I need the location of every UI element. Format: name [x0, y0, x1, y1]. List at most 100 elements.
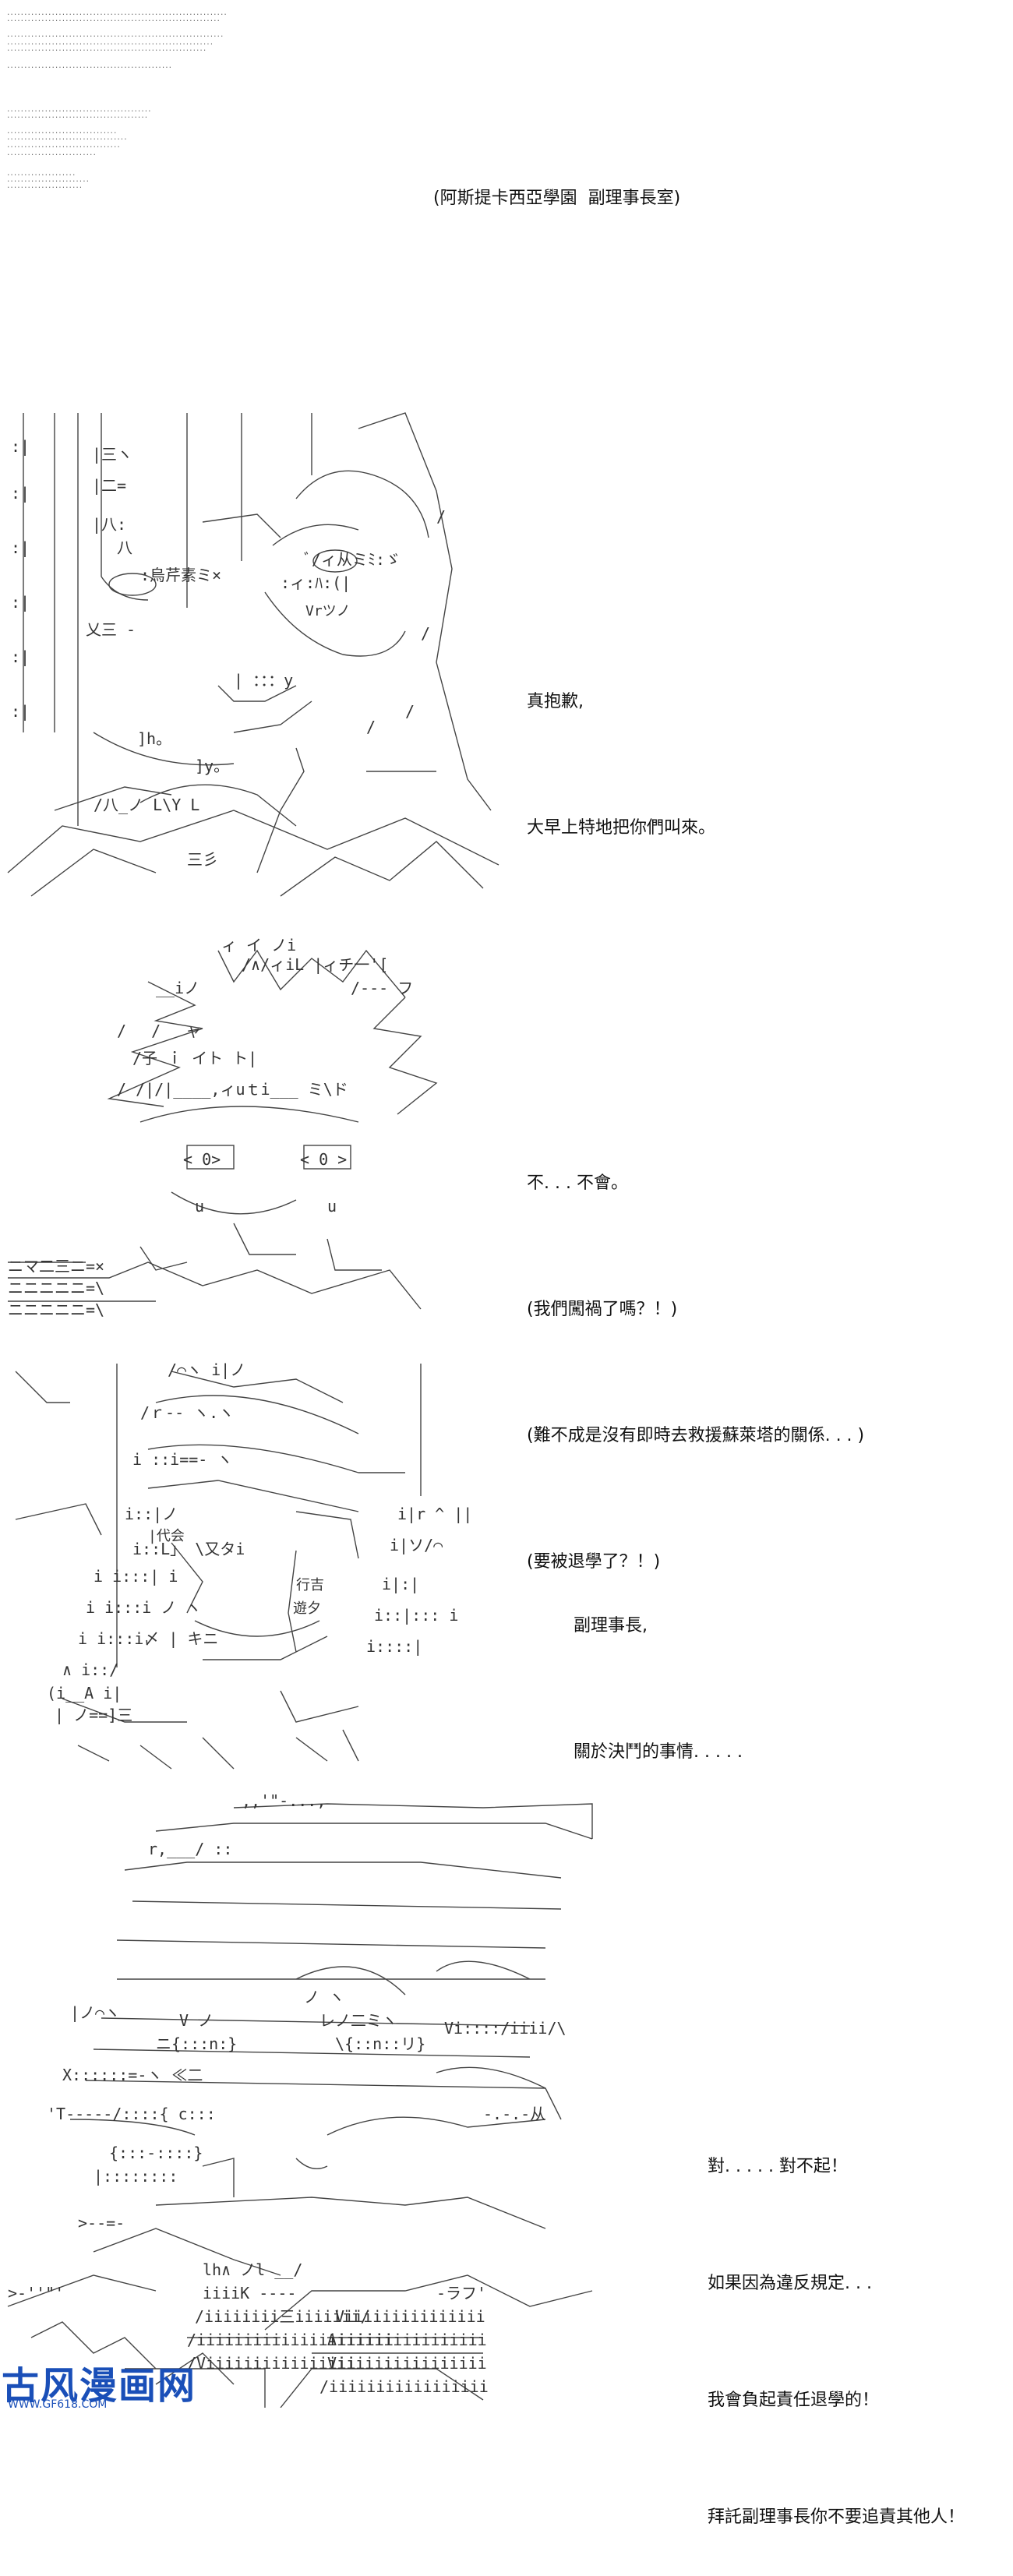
svg-text:|ノ⌒ヽ: |ノ⌒ヽ: [70, 2003, 120, 2022]
svg-text:三彡: 三彡: [187, 850, 218, 869]
svg-text:i|ソ/⌒: i|ソ/⌒: [390, 1536, 443, 1554]
ascii-art-panel-2: ィ イ ノi /∧/ィiL |ィチ一'[ __iノ/--- フ / / ャ /子…: [0, 935, 468, 1325]
svg-text:|八:: |八:: [92, 515, 126, 534]
svg-text:/: /: [436, 507, 446, 526]
svg-text:]y。: ]y。: [195, 757, 229, 775]
svg-text:/ｒ-- ヽ.ヽ: /ｒ-- ヽ.ヽ: [140, 1403, 234, 1422]
svg-text:__iノ: __iノ: [156, 979, 199, 997]
panel1-tag-text: Vrツノ: [305, 603, 351, 619]
panel-4-dialog: 對. . . . . 對不起！ 如果因為違反規定. . . 我會負起責任退學的！…: [708, 2070, 965, 2576]
panel-4-line: 拜託副理事長你不要追責其他人！: [708, 2507, 965, 2527]
dotted-line-decoration: ..........................: [6, 153, 100, 155]
svg-text:< 0 >: < 0 >: [300, 1150, 347, 1169]
svg-text:/--- フ: /--- フ: [351, 979, 413, 997]
svg-text:/ / ャ: / / ャ: [117, 1022, 201, 1040]
dotted-line-decoration: ................................: [6, 131, 119, 133]
dotted-line-decoration: ........................................…: [6, 42, 217, 44]
svg-text:ニニニニニ=\: ニニニニニ=\: [8, 1279, 104, 1297]
panel-2-line: (難不成是沒有即時去救援蘇萊塔的關係. . . ): [527, 1426, 865, 1445]
svg-text:u: u: [195, 1197, 204, 1216]
svg-text:Viiiiiiiiiiiiiii: Viiiiiiiiiiiiiii: [335, 2307, 485, 2326]
dotted-line-decoration: ........................................…: [6, 115, 150, 118]
svg-text:/iiiiiiiiiiiiiiiii: /iiiiiiiiiiiiiiiii: [319, 2377, 489, 2396]
svg-text::|: :|: [11, 702, 30, 721]
svg-text:i ::i==- ヽ: i ::i==- ヽ: [132, 1450, 232, 1469]
svg-text:,,'"-...,: ,,'"-...,: [242, 1792, 326, 1810]
svg-text:\{::n::リ}: \{::n::リ}: [335, 2034, 425, 2053]
watermark-logo: 古风漫画网: [2, 2364, 197, 2408]
svg-text::|: :|: [11, 484, 30, 503]
svg-text:i|:|: i|:|: [382, 1575, 419, 1593]
svg-text:-.-.-从: -.-.-从: [483, 2105, 545, 2123]
svg-text::|: :|: [11, 593, 30, 612]
svg-text:i|r ^ ||: i|r ^ ||: [397, 1505, 472, 1523]
svg-text:-ラフ': -ラフ': [436, 2284, 486, 2303]
dotted-line-decoration: ........................................…: [6, 65, 178, 68]
svg-text:X::::::=-ヽ ≪二: X::::::=-ヽ ≪二: [62, 2066, 203, 2084]
dotted-line-decoration: ........................................…: [6, 109, 154, 111]
ascii-art-panel-4: ,,'"-..., r,___/ :: |ノ⌒ヽ ノ ヽ レノ二ミヽ \{::n…: [0, 1792, 623, 2408]
svg-text:Viiiiiiiiiiiiiiii: Viiiiiiiiiiiiiiii: [327, 2354, 487, 2373]
svg-text:|::::::::: |::::::::: [94, 2167, 178, 2186]
svg-text::|: :|: [11, 437, 30, 456]
panel3-tag-a: |代会: [148, 1528, 185, 1544]
svg-text:]h。: ]h。: [137, 729, 171, 748]
svg-text:ニ{:::n:}: ニ{:::n:}: [156, 2034, 237, 2053]
svg-text:/: /: [421, 624, 430, 643]
dotted-line-decoration: ........................: [6, 179, 92, 182]
dotted-line-decoration: ...................................: [6, 137, 131, 139]
svg-text:|三ヽ: |三ヽ: [92, 445, 132, 464]
panel-2-dialog: 不. . . 不會。 (我們闖禍了嗎？！) (難不成是沒有即時去救援蘇萊塔的關係…: [527, 1078, 864, 1625]
svg-text:ニニニニニ=\: ニニニニニ=\: [8, 1300, 104, 1319]
dotted-line-decoration: ........................................…: [6, 12, 231, 15]
svg-text:| ：：：y: | ：：：y: [234, 671, 293, 690]
svg-text:/八_ノ L\Y L: /八_ノ L\Y L: [94, 796, 199, 814]
watermark-url: WWW.GF618.COM: [8, 2398, 108, 2411]
panel-2-line: (要被退學了？！): [527, 1552, 661, 1572]
location-caption: (阿斯提卡西亞學園 副理事長室): [433, 189, 681, 208]
panel-3-line: 關於決鬥的事情. . . . .: [574, 1742, 743, 1762]
dotted-line-decoration: ........................................…: [6, 34, 228, 37]
ascii-art-panel-3: /⌒ヽ i|ノ /ｒ-- ヽ.ヽ i ::i==- ヽ i::|ノ i::L」 …: [0, 1356, 514, 1777]
svg-text:i::|ノ: i::|ノ: [125, 1505, 178, 1523]
panel-3-dialog: 副理事長, 關於決鬥的事情. . . . .: [574, 1521, 743, 1816]
svg-text:< 0>: < 0>: [183, 1150, 221, 1169]
svg-text:u: u: [327, 1197, 337, 1216]
svg-text:/: /: [366, 718, 376, 736]
dotted-line-decoration: ........................................…: [6, 48, 210, 51]
svg-text:iiiiK ----: iiiiK ----: [203, 2284, 296, 2303]
svg-text:i i:::i ノ ヽ: i i:::i ノ ヽ: [86, 1598, 201, 1617]
svg-text:{:::-::::}: {:::-::::}: [109, 2144, 203, 2162]
svg-text:i i:::i〆 | キニ: i i:::i〆 | キニ: [78, 1629, 218, 1648]
svg-text:レノ二ミヽ: レノ二ミヽ: [319, 2011, 397, 2030]
panel-1-dialog: 真抱歉, 大早上特地把你們叫來。: [527, 597, 715, 891]
svg-text:r,___/ ::: r,___/ ::: [148, 1840, 232, 1858]
svg-text:/: /: [405, 702, 415, 721]
svg-text:Aiiiiiiiiiiiiiiii: Aiiiiiiiiiiiiiiii: [327, 2331, 487, 2349]
panel-1-line: 大早上特地把你們叫來。: [527, 818, 716, 838]
ascii-art-panel-1: :|:|:| :|:|:| |三ヽ|二= |八:八 :烏芹素ミ×:ィ:ﾊ:(| …: [0, 405, 514, 904]
svg-text:i i:::| i: i i:::| i: [94, 1567, 178, 1586]
svg-text::|: :|: [11, 648, 30, 666]
svg-text:|二=: |二=: [92, 476, 126, 495]
svg-text:/ /|/|____,ィuｔi___ ミ\ド: / /|/|____,ィuｔi___ ミ\ド: [117, 1080, 348, 1099]
svg-text:i::|::: i: i::|::: i: [374, 1606, 458, 1625]
svg-text:(i__A i|: (i__A i|: [47, 1684, 122, 1703]
svg-text:/iiiiiiii三iiiiiii/: /iiiiiiii三iiiiiii/: [195, 2307, 370, 2326]
panel-3-line: 副理事長,: [574, 1616, 648, 1636]
panel-2-line: (我們闖禍了嗎？！): [527, 1300, 678, 1319]
svg-text:ノ ヽ: ノ ヽ: [304, 1988, 344, 2006]
svg-text:/子 ｉ イト ト|: /子 ｉ イト ト|: [132, 1049, 257, 1067]
svg-text::ィ:ﾊ:(|: :ィ:ﾊ:(|: [281, 573, 351, 592]
panel-4-line: 我會負起責任退學的！: [708, 2391, 880, 2410]
svg-text:'T-----/::::{ c:::: 'T-----/::::{ c:::: [47, 2105, 216, 2123]
svg-text:ィ イ ノi: ィ イ ノi: [221, 936, 296, 955]
panel3-tag-c: 遊夕: [293, 1600, 321, 1617]
svg-text:i::L」 \又タi: i::L」 \又タi: [132, 1540, 245, 1558]
svg-text:∧ i::/: ∧ i::/: [62, 1660, 118, 1679]
panel-4-line: 如果因為違反規定. . .: [708, 2274, 872, 2293]
svg-text:| ノ==]三: | ノ==]三: [55, 1706, 132, 1724]
svg-text:i::::|: i::::|: [366, 1637, 422, 1656]
panel-4-line: 對. . . . . 對不起！: [708, 2157, 848, 2176]
dotted-line-decoration: .................................: [6, 145, 123, 147]
